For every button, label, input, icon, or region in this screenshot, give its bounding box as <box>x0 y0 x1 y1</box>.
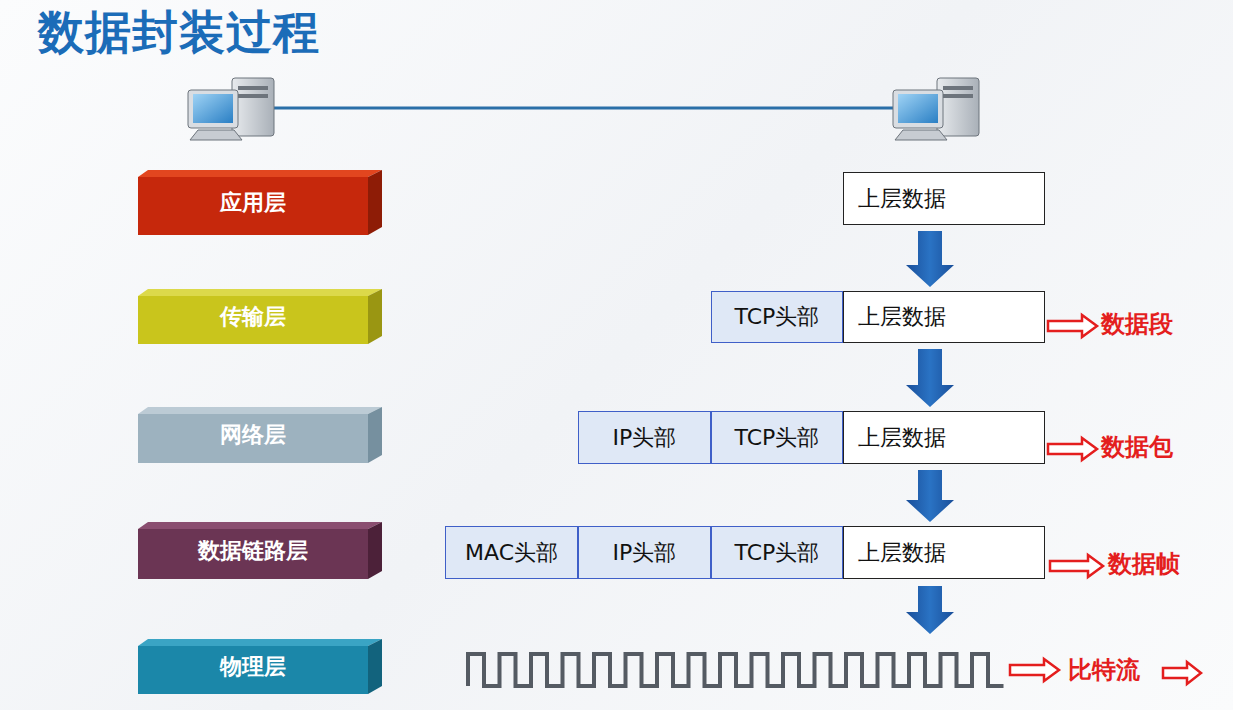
layer-band: 物理层 <box>138 639 382 694</box>
layer-band: 传输层 <box>138 289 382 344</box>
node-text: MAC头部 <box>465 538 558 568</box>
bit-stream-wave <box>468 654 1004 686</box>
red-arrow <box>1010 315 1201 684</box>
layer-band: 网络层 <box>138 407 382 463</box>
unit-label: 比特流 <box>1068 654 1140 686</box>
node-text: TCP头部 <box>735 538 820 568</box>
node-text: IP头部 <box>613 538 677 568</box>
node-text: 上层数据 <box>858 538 946 568</box>
node-text: 数据链路层 <box>198 536 308 566</box>
title: 数据封装过程 <box>38 2 320 64</box>
computer-icon <box>893 78 979 140</box>
unit-label: 数据包 <box>1101 431 1173 463</box>
node-text: 上层数据 <box>858 302 946 332</box>
header-box: TCP头部 <box>711 526 843 579</box>
block-arrow <box>906 231 954 287</box>
node-text: 网络层 <box>220 420 286 450</box>
node-text: IP头部 <box>613 423 677 453</box>
node-text: 物理层 <box>220 652 286 682</box>
data-box: 上层数据 <box>843 291 1045 343</box>
block-arrow <box>906 470 954 522</box>
header-box: IP头部 <box>578 411 711 464</box>
network-line <box>272 107 898 110</box>
header-box: MAC头部 <box>445 526 578 579</box>
header-box: TCP头部 <box>711 291 843 343</box>
block-arrow <box>906 586 954 634</box>
data-box: 上层数据 <box>843 526 1045 579</box>
computer-icon <box>188 78 274 140</box>
unit-label: 数据段 <box>1101 308 1173 340</box>
layer-band: 数据链路层 <box>138 522 382 579</box>
node-text: 上层数据 <box>858 423 946 453</box>
node-text: 上层数据 <box>858 184 946 214</box>
node-text: TCP头部 <box>735 302 820 332</box>
data-box: 上层数据 <box>843 172 1045 225</box>
node-text: TCP头部 <box>735 423 820 453</box>
unit-label: 数据帧 <box>1108 548 1180 580</box>
header-box: TCP头部 <box>711 411 843 464</box>
header-box: IP头部 <box>578 526 711 579</box>
data-box: 上层数据 <box>843 411 1045 464</box>
block-arrow <box>906 349 954 407</box>
layer-band: 应用层 <box>138 170 382 235</box>
node-text: 传输层 <box>220 302 286 332</box>
node-text: 应用层 <box>220 188 286 218</box>
